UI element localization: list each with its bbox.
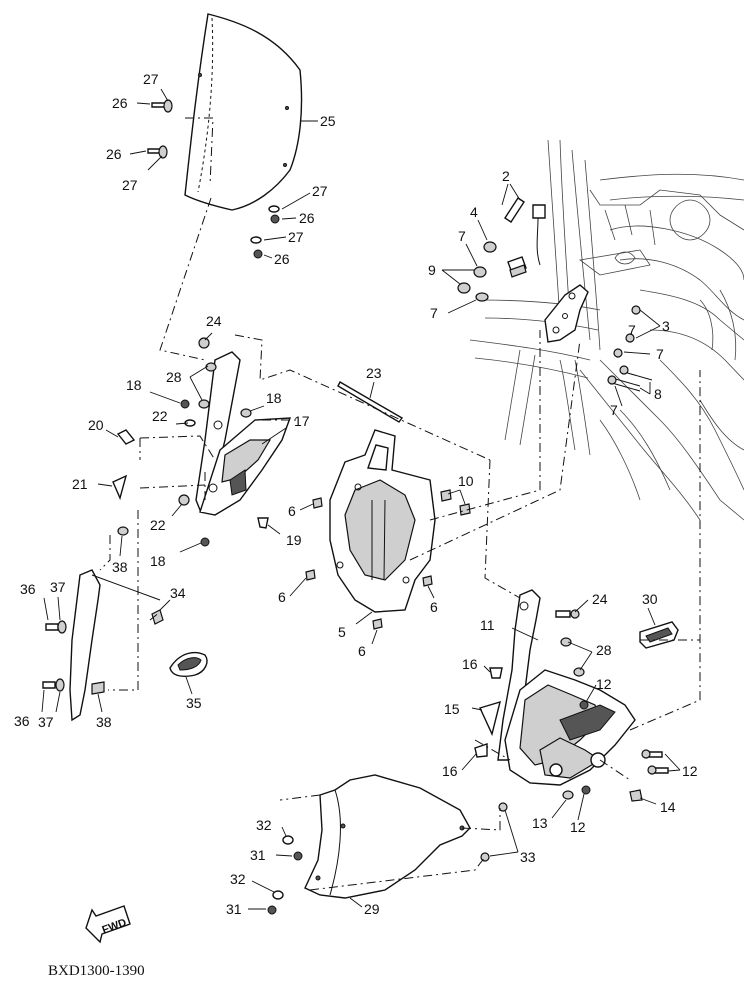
windscreen-25	[184, 13, 303, 211]
callout-13: 13	[532, 815, 548, 831]
callout-28: 28	[596, 642, 612, 658]
callout-22: 22	[152, 408, 168, 424]
callout-6: 6	[278, 589, 286, 605]
callout-22: 22	[150, 517, 166, 533]
callout-26: 26	[299, 210, 315, 226]
callout-9: 9	[428, 262, 436, 278]
callout-36: 36	[20, 581, 36, 597]
callout-38: 38	[96, 714, 112, 730]
callout-37: 37	[50, 579, 66, 595]
callout-6: 6	[358, 643, 366, 659]
callout-7: 7	[628, 322, 636, 338]
screw-26-washer-27-set	[147, 99, 280, 259]
rod-23	[337, 381, 404, 423]
callout-21: 21	[72, 476, 88, 492]
callout-29: 29	[364, 901, 380, 917]
connector-2	[504, 197, 546, 266]
callout-25: 25	[320, 113, 336, 129]
callout-7: 7	[610, 402, 618, 418]
nuts-6-10	[305, 489, 471, 630]
assembly-lines	[99, 197, 701, 891]
callout-16: 16	[462, 656, 478, 672]
callout-26: 26	[106, 146, 122, 162]
callout-38: 38	[112, 559, 128, 575]
callout-7: 7	[656, 346, 664, 362]
cover-34	[69, 569, 164, 722]
stay-17	[195, 351, 292, 516]
callout-18: 18	[126, 377, 142, 393]
callout-17: 17	[294, 413, 310, 429]
callout-12: 12	[596, 676, 612, 692]
callout-8: 8	[654, 386, 662, 402]
callout-11: 11	[480, 617, 495, 633]
callout-4: 4	[470, 204, 478, 220]
fasteners-right	[474, 609, 669, 802]
reflector-35	[169, 651, 208, 677]
callout-32: 32	[256, 817, 272, 833]
callout-2: 2	[502, 168, 510, 184]
callout-26: 26	[274, 251, 290, 267]
callout-6: 6	[288, 503, 296, 519]
callout-30: 30	[642, 591, 658, 607]
callout-26: 26	[112, 95, 128, 111]
callout-18: 18	[150, 553, 166, 569]
callout-36: 36	[14, 713, 30, 729]
callout-27: 27	[312, 183, 328, 199]
cover-29	[304, 774, 471, 899]
callout-37: 37	[38, 714, 54, 730]
callout-labels: 27 26 25 26 27 27 26 27 26 2 4 7 9 7 3 7…	[14, 71, 698, 917]
callout-27: 27	[143, 71, 159, 87]
callout-31: 31	[250, 847, 266, 863]
callout-33: 33	[520, 849, 536, 865]
fwd-arrow-icon: FWD	[85, 905, 131, 944]
callout-16: 16	[442, 763, 458, 779]
callout-5: 5	[338, 624, 346, 640]
reflector-30	[639, 621, 679, 649]
callout-20: 20	[88, 417, 104, 433]
stay-bracket-1	[544, 284, 589, 343]
callout-7: 7	[430, 305, 438, 321]
drawing-code: BXD1300-1390	[48, 963, 145, 979]
callout-27: 27	[288, 229, 304, 245]
callout-19: 19	[286, 532, 302, 548]
bolts-3-7-8	[607, 305, 653, 392]
callout-6: 6	[430, 599, 438, 615]
callout-3: 3	[662, 318, 670, 334]
callout-28: 28	[166, 369, 182, 385]
callout-12: 12	[570, 819, 586, 835]
callout-7: 7	[458, 228, 466, 244]
callout-15: 15	[444, 701, 460, 717]
callout-35: 35	[186, 695, 202, 711]
motorcycle-frame-background	[469, 139, 744, 521]
callout-14: 14	[660, 799, 676, 815]
leader-lines	[41, 88, 681, 910]
callout-31: 31	[226, 901, 242, 917]
callout-24: 24	[592, 591, 608, 607]
callout-18: 18	[266, 390, 282, 406]
callout-34: 34	[170, 585, 186, 601]
callout-32: 32	[230, 871, 246, 887]
fasteners-36-37-38	[42, 620, 105, 695]
bracket-5	[329, 429, 436, 613]
callout-24: 24	[206, 313, 222, 329]
callout-27: 27	[122, 177, 138, 193]
callout-23: 23	[366, 365, 382, 381]
callout-12: 12	[682, 763, 698, 779]
callout-10: 10	[458, 473, 474, 489]
grommet-9-group	[457, 241, 527, 302]
stay-11	[497, 589, 636, 786]
